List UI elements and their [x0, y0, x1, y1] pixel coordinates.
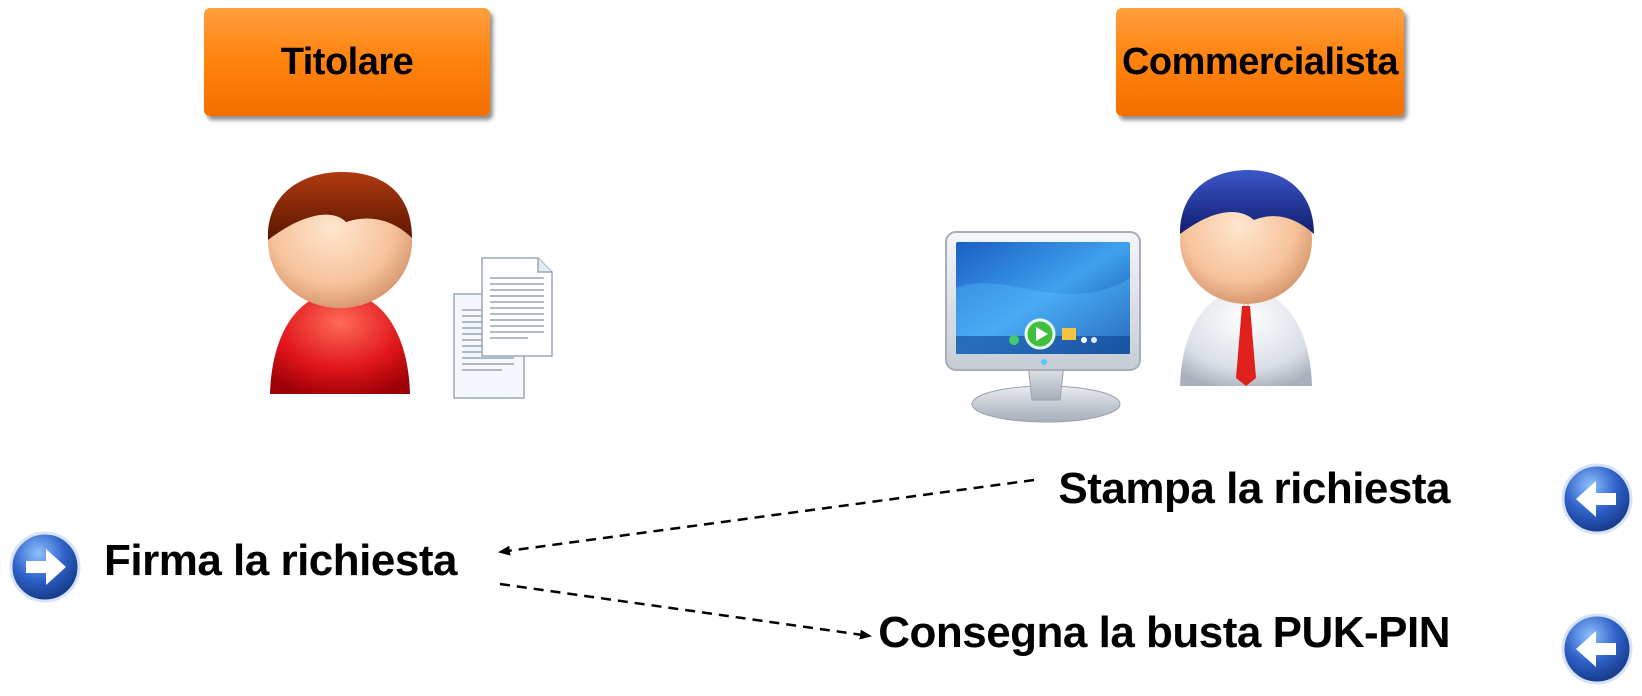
role-label-titolare: Titolare	[280, 40, 414, 83]
step-label-stampa: Stampa la richiesta	[1058, 464, 1450, 513]
monitor-icon	[945, 231, 1141, 423]
role-box-titolare: Titolare	[204, 8, 490, 116]
connector-stampa-to-firma	[498, 478, 1035, 556]
step-label-firma: Firma la richiesta	[104, 536, 457, 585]
documents-icon	[453, 257, 553, 399]
person-red-icon	[267, 172, 412, 394]
connector-firma-to-consegna	[499, 582, 872, 640]
arrow-left-circle-icon	[1561, 463, 1633, 535]
arrow-right-circle-icon	[9, 531, 81, 603]
role-box-commercialista: Commercialista	[1116, 8, 1404, 116]
role-label-commercialista: Commercialista	[1121, 40, 1399, 83]
person-businessman-icon	[1180, 170, 1314, 386]
step-label-consegna: Consegna la busta PUK-PIN	[878, 608, 1450, 657]
arrow-left-circle-icon	[1561, 613, 1633, 685]
